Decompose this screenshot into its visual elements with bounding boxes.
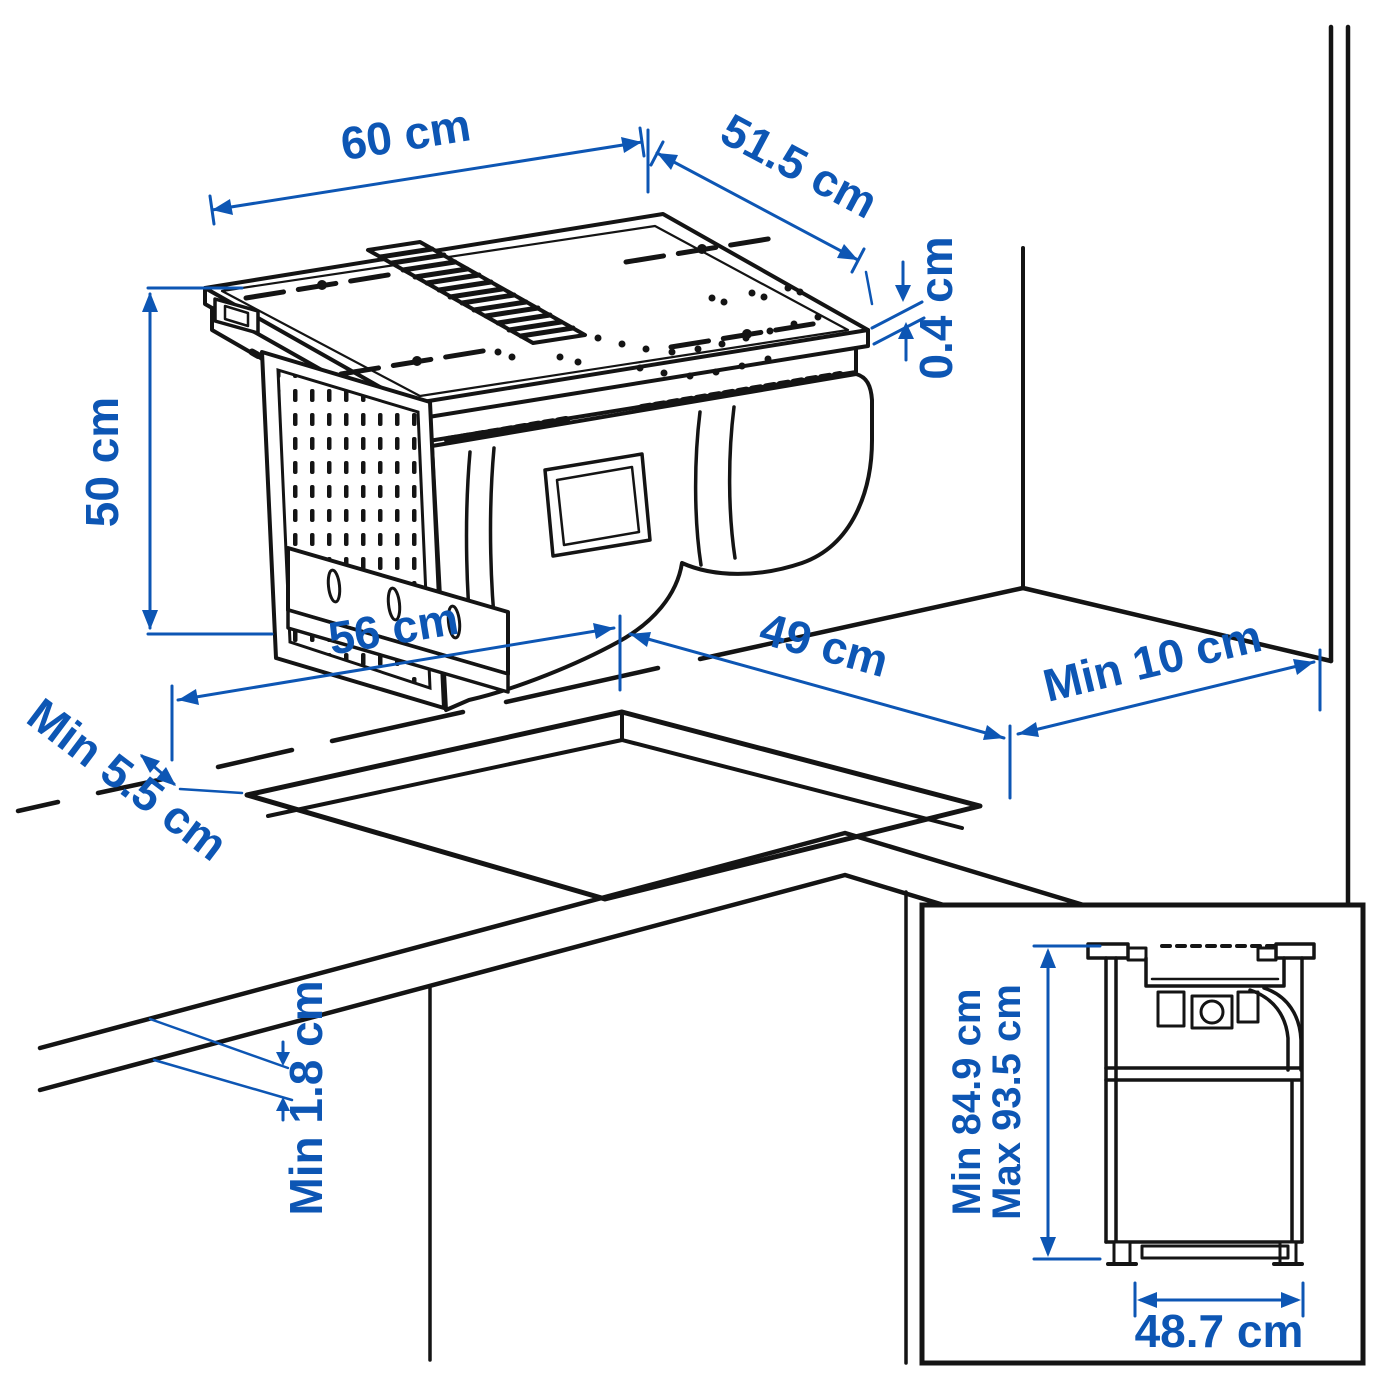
grille-rungs	[377, 246, 576, 339]
back-edge-segment	[697, 585, 1026, 662]
extractor-unit	[260, 350, 874, 712]
dim-cutout-depth: 49 cm	[628, 602, 1012, 800]
cabinet-base-panel	[1140, 1244, 1290, 1260]
hob-glass-bevel-line	[220, 224, 850, 398]
wall-clearance-label: Min 10 cm	[1038, 609, 1266, 711]
cabinet-leg-left	[1112, 1240, 1132, 1266]
dim-glass-thickness: 0.4 cm	[870, 236, 962, 380]
zone-center-dot	[697, 244, 707, 254]
worktop-right-back-edge	[1020, 585, 1334, 664]
dim-wall-clearance: Min 10 cm	[1016, 609, 1322, 737]
duct-opening	[543, 452, 652, 558]
worktop-section-right	[1274, 942, 1316, 960]
cabinet-section-drawing	[1086, 942, 1316, 1266]
edge-clearance-label: Min 5.5 cm	[18, 688, 237, 871]
inset-frame	[919, 902, 1366, 1366]
cabinet-side-view-inset: Min 84.9 cm Max 93.5 cm 48.7 cm	[919, 902, 1366, 1366]
hob-depth-label: 51.5 cm	[713, 103, 886, 228]
hob-flange-right	[1256, 946, 1278, 962]
dim-cabinet-inner-width: 48.7 cm	[1133, 1281, 1305, 1357]
extractor-box	[1156, 990, 1186, 1028]
dim-unit-height: 50 cm	[76, 286, 274, 636]
back-edge-segment	[503, 665, 661, 705]
hob-drawing	[203, 212, 874, 712]
hob-flange-left	[1126, 946, 1148, 962]
housing-strap	[727, 405, 737, 560]
cutout-inner-edge	[266, 738, 964, 830]
plate-base	[286, 608, 510, 694]
fan-scroll	[1199, 999, 1225, 1025]
motor-box	[1236, 990, 1260, 1024]
zone-center-dot	[317, 280, 327, 290]
plate-slot	[446, 604, 462, 640]
hob-tub-section	[1144, 956, 1286, 988]
worktop-front-edge-top	[37, 830, 1113, 1051]
side-tab-slot	[223, 304, 250, 328]
extractor-housing	[430, 372, 874, 712]
cabinet-height-min-label: Min 84.9 cm	[945, 989, 989, 1216]
worktop-thickness-label: Min 1.8 cm	[280, 980, 332, 1215]
cutout-outline	[244, 709, 983, 902]
zone-center-dot	[412, 356, 422, 366]
dim-worktop-thickness: Min 1.8 cm	[148, 980, 332, 1216]
dim-cabinet-height: Min 84.9 cm Max 93.5 cm	[945, 944, 1102, 1261]
back-edge-segment	[329, 709, 466, 744]
back-edge-segment	[15, 799, 61, 814]
cabinet-height-max-label: Max 93.5 cm	[985, 984, 1029, 1220]
duct-inner-curve	[1248, 988, 1290, 1072]
dim-edge-clearance: Min 5.5 cm	[18, 688, 244, 871]
back-edge-segment	[215, 747, 295, 770]
back-edge-segment	[95, 775, 171, 796]
housing-strap	[693, 410, 703, 567]
room-and-worktop	[15, 24, 1351, 1365]
glass-thickness-label: 0.4 cm	[910, 236, 962, 379]
fan-box	[1190, 994, 1234, 1030]
vent-slot-row	[444, 416, 570, 444]
worktop-cutout	[244, 709, 983, 902]
unit-height-label: 50 cm	[76, 397, 128, 527]
plate-slot	[326, 568, 342, 604]
dim-cutout-width: 56 cm	[170, 592, 622, 762]
control-dots	[494, 284, 822, 380]
plate-slot	[386, 586, 402, 622]
duct-opening-inner	[555, 465, 641, 547]
extractor-grille	[366, 240, 587, 345]
worktop-back-edge	[15, 585, 1026, 814]
mounting-plate	[286, 546, 510, 694]
cabinet-inner-width-label: 48.7 cm	[1135, 1305, 1304, 1357]
hob-width-label: 60 cm	[337, 98, 474, 170]
dim-hob-width: 60 cm	[208, 98, 650, 226]
